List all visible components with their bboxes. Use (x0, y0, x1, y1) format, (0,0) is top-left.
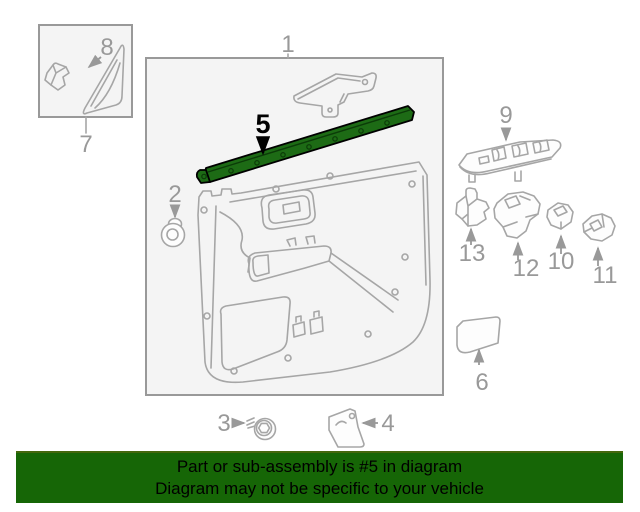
label-part-2: 2 (168, 181, 181, 208)
highlight-banner: Part or sub-assembly is #5 in diagram Di… (16, 451, 623, 503)
label-part-6: 6 (475, 369, 488, 396)
banner-line-2: Diagram may not be specific to your vehi… (155, 479, 484, 498)
bracket-icon: 4 (328, 408, 395, 448)
banner-line-1: Part or sub-assembly is #5 in diagram (176, 456, 463, 476)
label-part-12: 12 (513, 255, 540, 282)
switch-10-icon: 10 (546, 202, 575, 275)
switch-12-icon: 12 (493, 191, 541, 282)
label-part-11: 11 (593, 262, 618, 289)
label-part-1: 1 (281, 31, 294, 58)
label-part-13: 13 (459, 240, 486, 267)
label-part-8: 8 (100, 34, 113, 61)
sail-panel-icon (82, 44, 125, 115)
upper-bracket-icon (293, 72, 377, 118)
label-part-3: 3 (217, 410, 230, 437)
belt-molding-highlighted: 5 (195, 105, 415, 184)
door-trim-panel-icon (197, 161, 431, 384)
sail-panel-detail-line (90, 59, 118, 107)
screw-icon: 3 (217, 410, 277, 441)
sail-panel-inset-box: 8 7 (38, 24, 133, 158)
label-part-9: 9 (499, 102, 512, 129)
sail-panel-detail-curve (94, 62, 121, 109)
grommet-icon: 2 (160, 181, 186, 248)
switch-11-icon: 11 (582, 213, 618, 289)
panel-clip-holes (200, 172, 416, 375)
switch-bezel-icon: 9 (458, 102, 562, 183)
arrow-part-8 (87, 54, 103, 69)
label-part-5: 5 (255, 109, 270, 139)
clip-detail-lines (50, 64, 67, 86)
label-part-10: 10 (548, 248, 575, 275)
lower-trim-icon: 6 (456, 316, 501, 396)
door-trim-assembly-box: 1 (145, 31, 444, 396)
molding-holes (201, 120, 390, 180)
label-part-4: 4 (381, 410, 394, 437)
label-part-7: 7 (79, 131, 92, 158)
switch-13-icon: 13 (455, 187, 490, 267)
